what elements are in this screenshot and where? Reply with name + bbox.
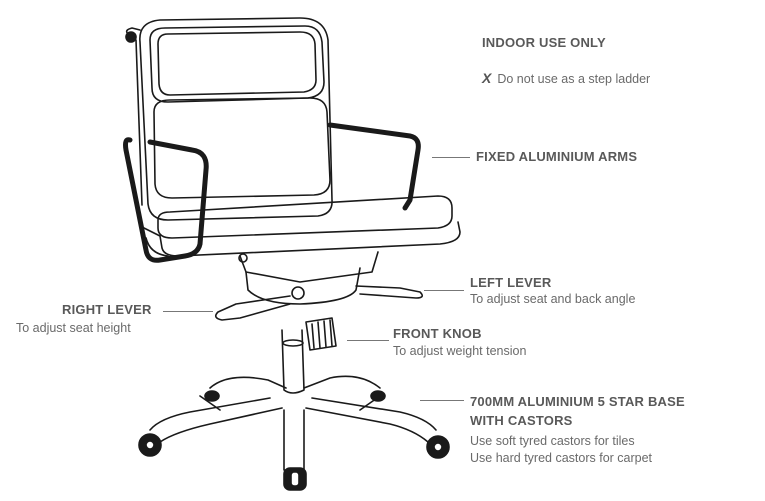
lower-back-cushion <box>153 97 331 199</box>
front-knob-desc: To adjust weight tension <box>393 344 527 358</box>
gas-column <box>281 329 305 394</box>
right-lever <box>214 295 291 321</box>
base-desc-line1: Use soft tyred castors for tiles <box>470 434 635 448</box>
castor-front <box>283 467 307 491</box>
front-knob-title: FRONT KNOB <box>393 326 482 341</box>
castor-left <box>138 433 162 457</box>
left-lever <box>355 285 424 299</box>
warning-text: Do not use as a step ladder <box>497 72 651 86</box>
right-lever-title: RIGHT LEVER <box>62 302 152 317</box>
back-rest-frame <box>139 17 333 221</box>
castor-back-left <box>204 390 220 402</box>
fixed-arm-left <box>123 137 209 263</box>
front-knob-leader-line <box>347 340 389 341</box>
fixed-arm-right <box>327 122 421 211</box>
base-leader-line <box>420 400 464 401</box>
left-lever-leader-line <box>424 290 464 291</box>
right-lever-desc: To adjust seat height <box>16 321 131 335</box>
step-ladder-warning: X Do not use as a step ladder <box>482 70 650 88</box>
star-base <box>149 375 437 471</box>
left-lever-title: LEFT LEVER <box>470 275 552 290</box>
seat-cushion <box>157 195 453 239</box>
left-lever-desc: To adjust seat and back angle <box>470 292 636 306</box>
upper-back-cushion <box>149 25 325 103</box>
cross-icon: X <box>482 70 492 86</box>
base-title-line2: WITH CASTORS <box>470 413 573 428</box>
right-lever-leader-line <box>163 311 213 312</box>
base-title-line1: 700MM ALUMINIUM 5 STAR BASE <box>470 394 685 409</box>
front-knob <box>305 317 337 351</box>
seat-mechanism <box>239 251 379 283</box>
arms-leader-line <box>432 157 470 158</box>
castor-back-right <box>370 390 386 402</box>
base-desc-line2: Use hard tyred castors for carpet <box>470 451 653 465</box>
arms-title: FIXED ALUMINIUM ARMS <box>476 149 638 164</box>
indoor-use-title: INDOOR USE ONLY <box>482 35 606 50</box>
castor-right <box>426 435 450 459</box>
